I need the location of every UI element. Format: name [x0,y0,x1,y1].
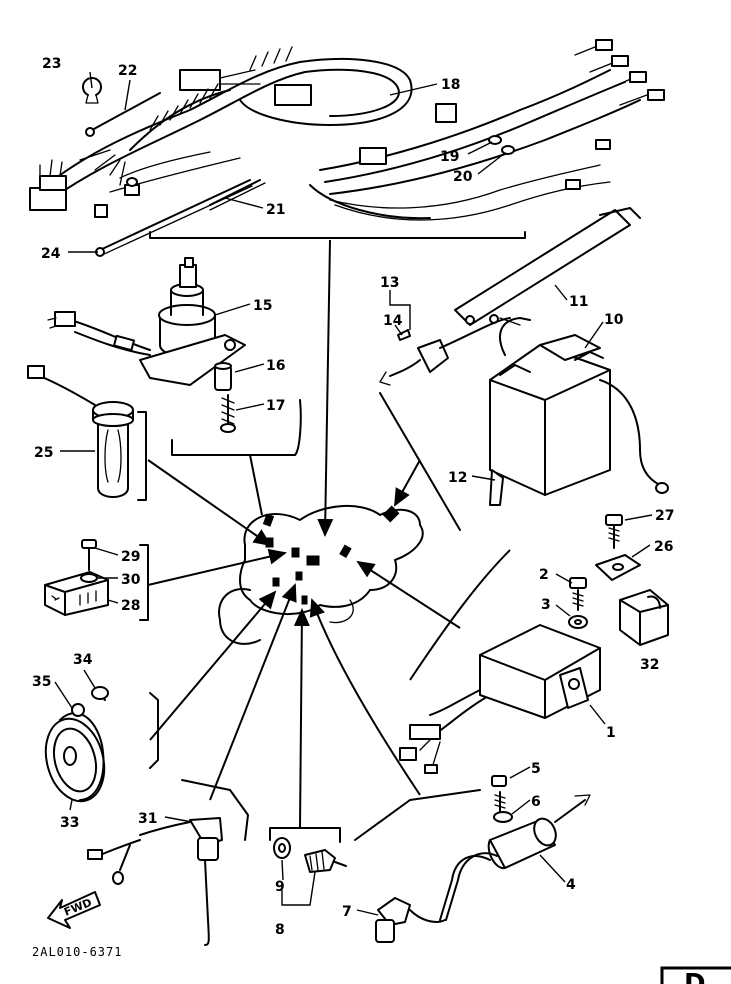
callout-leaders [54,71,653,916]
clamp-23 [82,76,102,104]
assembly-arrows [147,239,511,829]
callout-14: 14 [383,313,403,329]
callout-28: 28 [121,598,140,614]
neutral-switch-8 [273,837,347,873]
callout-34: 34 [73,652,93,668]
callout-15: 15 [253,298,272,314]
callout-17: 17 [266,398,285,414]
callout-10: 10 [604,312,624,328]
switch-8-bracket [269,827,341,843]
callout-22: 22 [118,63,137,79]
plug-cap-bracket [181,779,249,841]
callout-32: 32 [640,657,659,673]
callout-numbers: 1 2 3 4 5 6 7 8 9 10 11 12 13 14 15 16 1… [32,56,674,938]
ignition-coil-4 [375,775,591,943]
cdi-unit-1 [399,577,601,774]
switch-group-bracket [171,399,302,456]
callout-9: 9 [275,879,285,895]
callout-16: 16 [266,358,285,374]
wire-harness [29,39,665,221]
callout-3: 3 [541,597,551,613]
corner-label: D [684,969,706,984]
callout-6: 6 [531,794,541,810]
callout-25: 25 [34,445,53,461]
callout-35: 35 [32,674,51,690]
fwd-arrow: FWD [47,891,101,929]
callout-23: 23 [42,56,61,72]
callout-27: 27 [655,508,674,524]
callout-7: 7 [342,904,352,920]
callout-24: 24 [41,246,61,262]
callout-5: 5 [531,761,541,777]
regulator-32 [619,589,669,646]
callout-2: 2 [539,567,549,583]
coil-bracket [354,789,481,841]
rectifier-26 [595,514,641,581]
callout-11: 11 [569,294,588,310]
part-code: 2AL010-6371 [32,945,122,959]
callout-31: 31 [138,811,157,827]
main-switch-assembly [47,257,246,433]
spark-plug-cap-31 [87,817,223,946]
callout-8: 8 [275,922,285,938]
callout-30: 30 [121,572,141,588]
grip-25 [27,365,134,498]
callout-19: 19 [440,149,459,165]
horn-33 [44,686,109,803]
cable-tie-22 [85,92,161,137]
callout-1: 1 [606,725,616,741]
corner-tab: D [660,966,731,984]
battery-band-11 [454,207,641,326]
callout-29: 29 [121,549,140,565]
callout-20: 20 [453,169,473,185]
relay-bracket [139,544,149,621]
callout-18: 18 [441,77,460,93]
callout-4: 4 [566,877,576,893]
callout-21: 21 [266,202,285,218]
harness-group-bracket [149,231,526,239]
grip-bracket [137,411,147,501]
callout-12: 12 [448,470,467,486]
fuse-holder-13 [379,317,511,386]
battery-10 [489,314,669,506]
callout-13: 13 [380,275,399,291]
callout-26: 26 [654,539,673,555]
band-24 [95,179,253,257]
callout-33: 33 [60,815,79,831]
